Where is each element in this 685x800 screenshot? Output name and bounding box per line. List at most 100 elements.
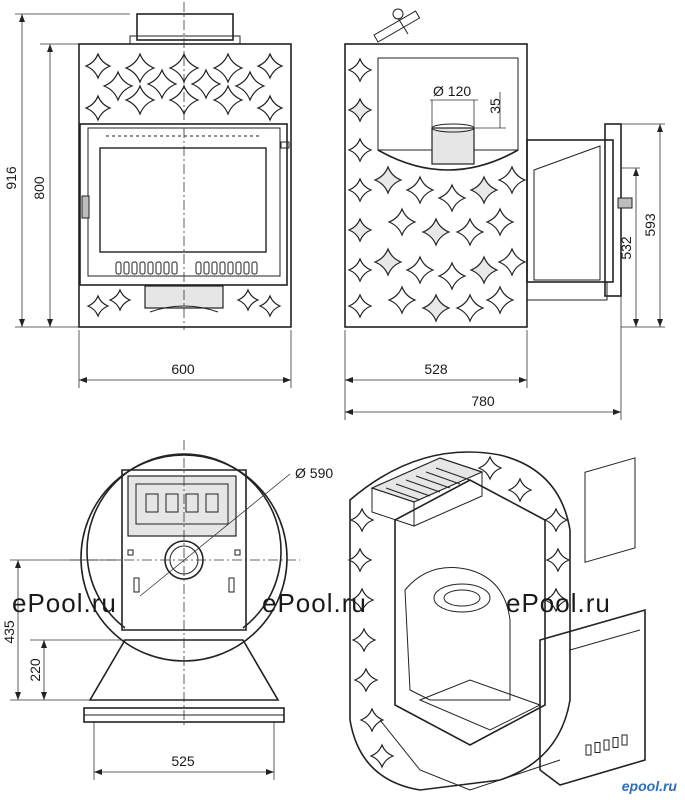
stone-slot [145, 493, 159, 513]
ornament-star [124, 84, 156, 116]
vent-slot [131, 261, 138, 275]
ornament-star [351, 627, 377, 653]
side-dimensions [344, 92, 665, 420]
ornament-star [102, 70, 134, 102]
ornament-star [234, 70, 266, 102]
front-dimensions [15, 13, 292, 388]
ornament-star [455, 217, 485, 247]
ornament-star [421, 293, 451, 323]
ornament-star [347, 177, 373, 203]
iso-vent-slot [603, 739, 610, 751]
door-vents [115, 261, 258, 275]
ornament-star [437, 183, 467, 213]
ornament-star [497, 247, 527, 277]
ornament-star [349, 587, 375, 613]
ornament-star [347, 97, 373, 123]
ornament-star [258, 294, 282, 318]
dim-35: 35 [487, 98, 503, 114]
isometric-cutaway-view [347, 451, 646, 791]
top-view [70, 440, 300, 725]
ornament-star [212, 52, 244, 84]
ornament-star [353, 667, 379, 693]
ornament-star [86, 294, 110, 318]
side-view [344, 8, 633, 328]
grate-bar [395, 483, 431, 497]
dim-d590: Ø 590 [295, 465, 333, 481]
front-door [79, 123, 288, 286]
epool-logo: epool.ru [621, 778, 677, 794]
iso-vent-slot [585, 744, 592, 756]
ornament-star [421, 217, 451, 247]
ornament-star [146, 68, 178, 100]
watermarks: ePool.ru ePool.ru ePool.ru [12, 588, 610, 618]
vent-slot [155, 261, 162, 275]
vent-slot [123, 261, 130, 275]
vent-slot [219, 261, 226, 275]
side-handle [617, 197, 633, 209]
ornament-star [387, 207, 417, 237]
door-glass [99, 147, 267, 253]
top-dimensions [10, 559, 275, 780]
ornament-star [347, 137, 373, 163]
dim-916: 916 [3, 166, 19, 190]
grate-bar [405, 479, 441, 493]
vent-slot [211, 261, 218, 275]
ornament-star [256, 52, 284, 80]
dim-435: 435 [1, 620, 17, 644]
ornament-star [212, 84, 244, 116]
ornament-star [124, 52, 156, 84]
iso-vent-slot [621, 734, 628, 746]
vent-slot [195, 261, 202, 275]
iso-vent-slot [612, 737, 619, 748]
ornament-star [485, 285, 515, 315]
iso-vent-slot [594, 742, 601, 753]
ornament-star [455, 293, 485, 323]
ornament-star [469, 255, 499, 285]
ornament-star [405, 175, 435, 205]
ornament-star [507, 477, 533, 503]
ornament-star [543, 507, 569, 533]
ornament-star [405, 255, 435, 285]
grate-bar [385, 487, 421, 501]
dimension-labels: 916 800 600 528 780 Ø 120 35 532 593 Ø 5… [1, 83, 658, 769]
vent-slot [203, 261, 210, 275]
grate-bar [425, 471, 461, 485]
ornament-star [190, 68, 222, 100]
grate-bar [415, 475, 451, 489]
dim-800: 800 [31, 176, 47, 200]
ornament-star [108, 288, 132, 312]
vent-slot [243, 261, 250, 275]
watermark-1: ePool.ru [12, 588, 117, 618]
ornament-star [84, 94, 112, 122]
watermark-2: ePool.ru [262, 588, 367, 618]
grate-bar [435, 467, 471, 481]
ornament-star [349, 507, 375, 533]
ornament-star [84, 52, 112, 80]
vent-slot [251, 261, 258, 275]
ornament-star [236, 288, 260, 312]
ornament-star [347, 257, 373, 283]
ornament-star [469, 175, 499, 205]
ornament-star [545, 547, 571, 573]
stone-tray [127, 475, 237, 537]
ornament-star [373, 165, 403, 195]
ornament-star [437, 261, 467, 291]
dim-528: 528 [424, 361, 448, 377]
vent-slot [171, 261, 178, 275]
dim-220: 220 [27, 658, 43, 682]
front-ornament-top [84, 52, 284, 122]
ornament-star [497, 165, 527, 195]
vent-slot [147, 261, 154, 275]
vent-slot [115, 261, 122, 275]
chimney-pipe [431, 127, 475, 165]
stone-slot [185, 493, 199, 513]
dim-525: 525 [171, 753, 195, 769]
ornament-star [347, 217, 373, 243]
dim-780: 780 [471, 393, 495, 409]
ornament-star [373, 247, 403, 277]
ornament-star [347, 547, 373, 573]
ornament-star [256, 94, 284, 122]
ornament-star [485, 207, 515, 237]
vent-slot [235, 261, 242, 275]
